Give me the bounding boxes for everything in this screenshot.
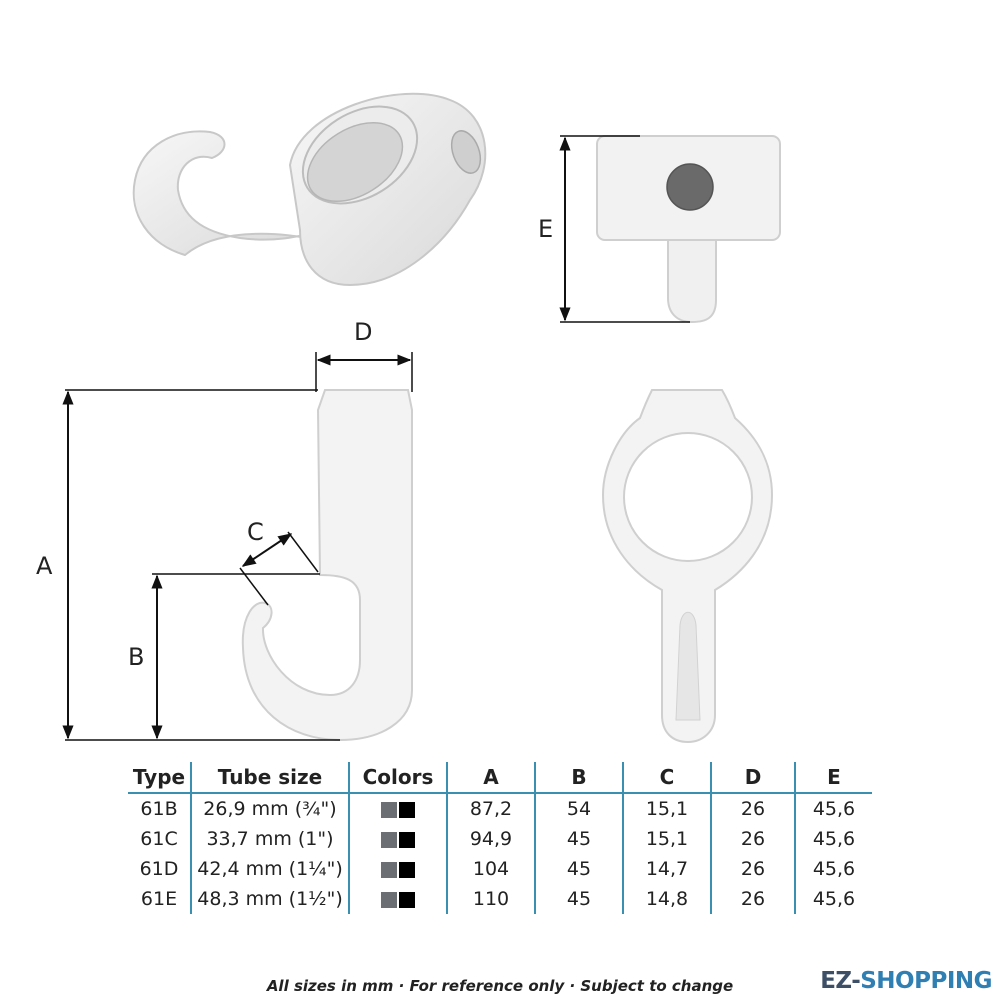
color-swatch-black xyxy=(399,831,415,848)
cell-e: 45,6 xyxy=(794,884,872,914)
cell-a: 104 xyxy=(446,854,535,884)
cell-a: 110 xyxy=(446,884,535,914)
top-view xyxy=(559,135,781,324)
cell-d: 26 xyxy=(710,854,795,884)
brand-part1: EZ- xyxy=(820,968,861,994)
header-type: Type xyxy=(128,762,191,794)
header-a: A xyxy=(446,762,535,794)
cell-a: 94,9 xyxy=(446,824,535,854)
cell-b: 45 xyxy=(534,884,623,914)
cell-colors xyxy=(348,854,447,884)
cell-b: 45 xyxy=(534,854,623,884)
cell-tube-size: 42,4 mm (1¼") xyxy=(190,854,349,884)
color-swatch-grey xyxy=(381,891,397,908)
front-view xyxy=(601,389,774,744)
cell-colors xyxy=(348,793,447,824)
iso-view xyxy=(132,92,487,287)
cell-d: 26 xyxy=(710,824,795,854)
dim-label-a: A xyxy=(36,552,53,580)
header-e: E xyxy=(794,762,872,794)
dim-label-b: B xyxy=(128,643,145,671)
header-c: C xyxy=(622,762,711,794)
header-tube-size: Tube size xyxy=(190,762,349,794)
cell-type: 61B xyxy=(140,798,178,820)
table-row: 61B 26,9 mm (¾") 87,2 54 15,1 26 45,6 xyxy=(128,793,872,824)
cell-e: 45,6 xyxy=(794,824,872,854)
cell-e: 45,6 xyxy=(794,854,872,884)
cell-type: 61E xyxy=(140,888,178,910)
cell-c: 14,7 xyxy=(622,854,711,884)
cell-tube-size: 48,3 mm (1½") xyxy=(190,884,349,914)
cell-c: 15,1 xyxy=(622,793,711,824)
dim-label-c: C xyxy=(247,518,264,546)
table-row: 61C 33,7 mm (1") 94,9 45 15,1 26 45,6 xyxy=(128,824,872,854)
technical-drawing xyxy=(62,92,781,744)
header-colors: Colors xyxy=(348,762,447,794)
cell-b: 45 xyxy=(534,824,623,854)
cell-c: 15,1 xyxy=(622,824,711,854)
spec-table: Type Tube size Colors A B C D E 61B 26,9… xyxy=(128,762,872,914)
footnote: All sizes in mm · For reference only · S… xyxy=(266,977,734,995)
cell-c: 14,8 xyxy=(622,884,711,914)
cell-tube-size: 26,9 mm (¾") xyxy=(190,793,349,824)
table-row: 61E 48,3 mm (1½") 110 45 14,8 26 45,6 xyxy=(128,884,872,914)
dim-label-e: E xyxy=(538,215,554,243)
header-d: D xyxy=(710,762,795,794)
header-b: B xyxy=(534,762,623,794)
brand-part2: SHOPPING xyxy=(860,968,992,994)
cell-colors xyxy=(348,824,447,854)
table-header-row: Type Tube size Colors A B C D E xyxy=(128,762,872,794)
cell-colors xyxy=(348,884,447,914)
cell-type: 61D xyxy=(139,858,179,880)
color-swatch-grey xyxy=(381,861,397,878)
brand-logo: EZ-SHOPPING xyxy=(820,968,992,994)
cell-type: 61C xyxy=(140,828,178,850)
cell-d: 26 xyxy=(710,793,795,824)
cell-e: 45,6 xyxy=(794,793,872,824)
color-swatch-grey xyxy=(381,801,397,818)
cell-d: 26 xyxy=(710,884,795,914)
side-view xyxy=(62,352,413,742)
cell-b: 54 xyxy=(534,793,623,824)
color-swatch-black xyxy=(399,801,415,818)
cell-tube-size: 33,7 mm (1") xyxy=(190,824,349,854)
color-swatch-grey xyxy=(381,831,397,848)
color-swatch-black xyxy=(399,891,415,908)
color-swatch-black xyxy=(399,861,415,878)
dim-label-d: D xyxy=(354,318,373,346)
cell-a: 87,2 xyxy=(446,793,535,824)
table-row: 61D 42,4 mm (1¼") 104 45 14,7 26 45,6 xyxy=(128,854,872,884)
